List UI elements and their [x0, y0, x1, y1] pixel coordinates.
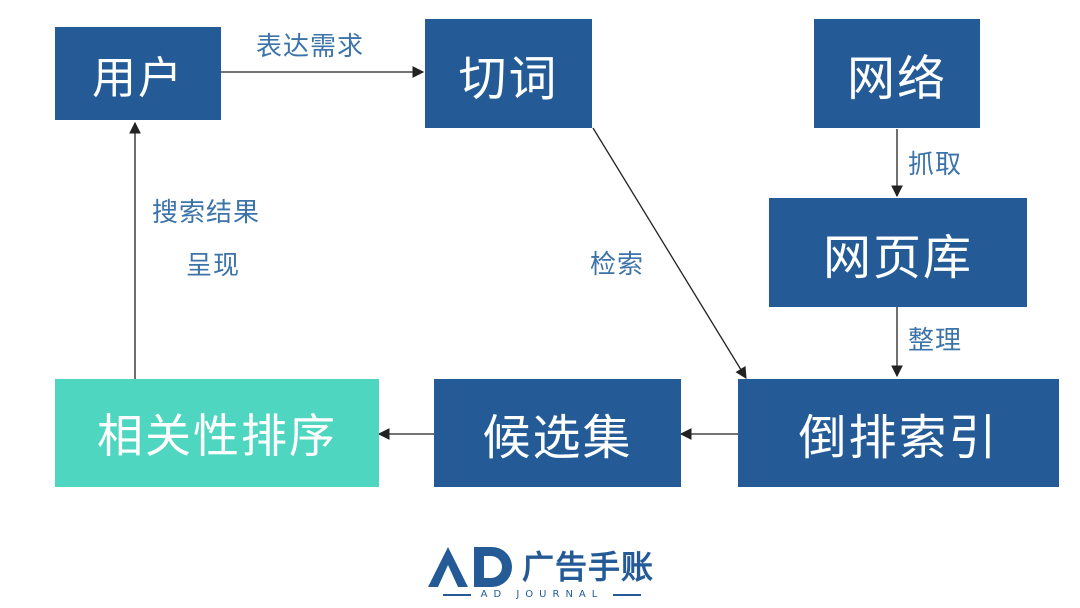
- edge-label-organize: 整理: [908, 326, 963, 356]
- node-tokenize-label: 切词: [458, 50, 559, 107]
- node-candidate-set: 候选集: [434, 379, 681, 487]
- edge-label-express-need: 表达需求: [256, 32, 365, 62]
- logo-subtitle: AD JOURNAL: [426, 589, 658, 600]
- node-tokenize: 切词: [425, 19, 592, 128]
- ad-journal-logo: 广告手账 AD JOURNAL: [426, 545, 658, 605]
- logo-dash-left: [442, 593, 471, 596]
- node-webpage-db: 网页库: [769, 198, 1027, 307]
- node-webpage-db-label: 网页库: [822, 229, 973, 286]
- node-relevance-rank-label: 相关性排序: [97, 409, 337, 463]
- node-inverted-index-label: 倒排索引: [798, 410, 999, 466]
- edge-label-show-results-line2: 呈现: [186, 251, 241, 281]
- node-relevance-rank: 相关性排序: [55, 379, 379, 487]
- node-network: 网络: [814, 19, 980, 128]
- node-network-label: 网络: [846, 50, 947, 107]
- logo-dash-right: [613, 593, 642, 596]
- edge-label-retrieve: 检索: [590, 250, 645, 280]
- logo-cn-text: 广告手账: [522, 548, 655, 586]
- arrow-tokenize-to-inverted-index: [592, 127, 747, 379]
- node-candidate-set-label: 候选集: [482, 410, 633, 466]
- edge-label-crawl: 抓取: [908, 150, 963, 180]
- logo-en-text: AD JOURNAL: [480, 589, 604, 600]
- node-user-label: 用户: [92, 52, 184, 104]
- node-user: 用户: [55, 27, 221, 120]
- edge-label-show-results-line1: 搜索结果: [152, 198, 261, 228]
- node-inverted-index: 倒排索引: [738, 379, 1059, 487]
- ad-logo-mark-icon: [428, 547, 512, 587]
